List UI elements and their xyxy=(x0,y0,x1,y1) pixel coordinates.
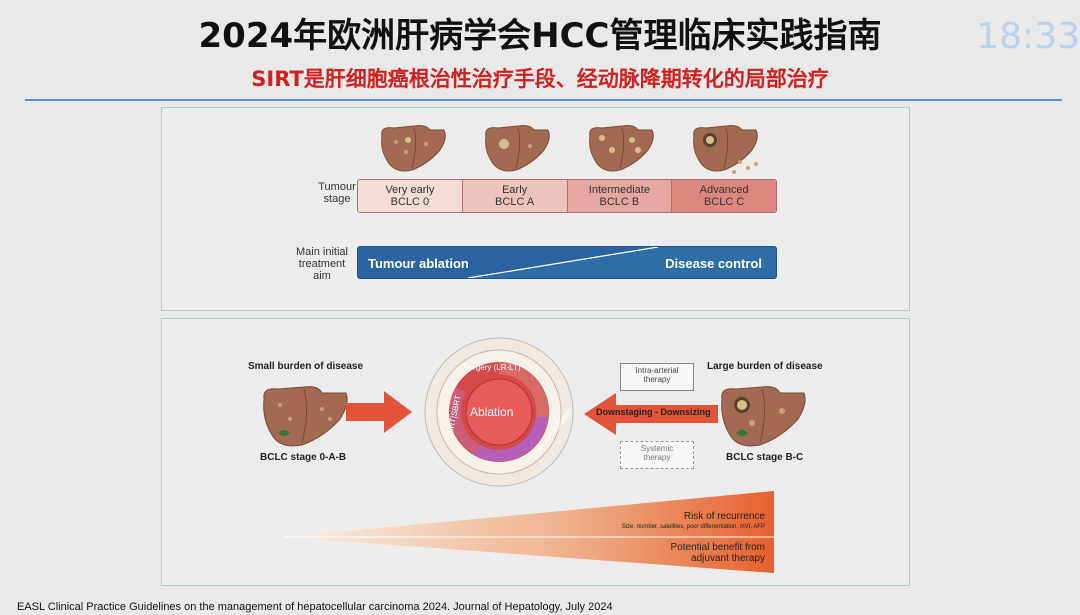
small-burden-stage: BCLC stage 0-A-B xyxy=(260,452,347,463)
small-burden-label: Small burden of disease xyxy=(248,361,364,372)
tumour-ablation-label: Tumour ablation xyxy=(368,256,469,271)
page-title: 2024年欧洲肝病学会HCC管理临床实践指南 xyxy=(198,16,882,56)
liver-icon-intermediate xyxy=(589,125,654,172)
liver-icon-advanced xyxy=(693,125,758,174)
treatment-aim-bar: Tumour ablation Disease control xyxy=(357,246,777,279)
left-arrow-icon xyxy=(584,393,718,435)
ablation-center-label: Ablation xyxy=(470,405,514,419)
risk-wedge xyxy=(284,491,774,573)
liver-icon-large-burden xyxy=(721,386,806,447)
systemic-therapy-box: Systemic therapy xyxy=(620,441,694,469)
clock-overlay: 18:33 xyxy=(976,16,1080,57)
liver-icon-small-burden xyxy=(263,386,348,447)
treatment-aim-label: Main initial treatment aim xyxy=(296,246,348,282)
citation-footer: EASL Clinical Practice Guidelines on the… xyxy=(17,601,613,613)
intra-arterial-box: Intra-arterial therapy xyxy=(620,363,694,391)
risk-recurrence-title: Risk of recurrence xyxy=(683,511,765,522)
adjuvant-benefit-label: Potential benefit from adjuvant therapy xyxy=(670,542,766,564)
risk-recurrence-factors: Size, number, satellites, poor different… xyxy=(621,524,765,530)
tumour-stage-label: Tumour stage xyxy=(318,181,356,205)
header-divider xyxy=(25,99,1062,101)
treatment-ring-diagram xyxy=(424,337,574,487)
right-arrow-icon xyxy=(346,391,412,433)
downstaging-label: Downstaging - Downsizing xyxy=(596,407,711,417)
treatment-panel: Small burden of disease BCLC stage 0-A-B… xyxy=(161,318,910,586)
liver-icon-very-early xyxy=(381,125,446,172)
large-burden-label: Large burden of disease xyxy=(707,361,823,372)
disease-control-label: Disease control xyxy=(665,256,762,271)
liver-icon-early xyxy=(485,125,550,172)
surgery-ring-label: Surgery (LR-LT) xyxy=(463,363,521,372)
page-subtitle: SIRT是肝细胞癌根治性治疗手段、经动脉降期转化的局部治疗 xyxy=(251,67,829,91)
large-burden-stage: BCLC stage B-C xyxy=(726,452,804,463)
